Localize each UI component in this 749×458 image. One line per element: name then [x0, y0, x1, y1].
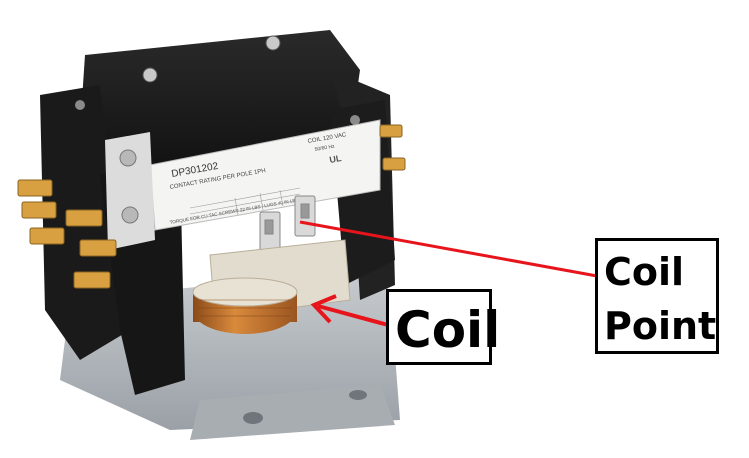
rating-label: DP301202 CONTACT RATING PER POLE 1PH COI… [149, 119, 381, 231]
coil-assembly [192, 239, 351, 334]
coil-arrow-line [317, 304, 389, 327]
coil-freq-text: 50/60 Hz [314, 143, 335, 152]
coil-point-callout-line2: Point [604, 304, 717, 348]
cert-mark: UL [329, 153, 343, 165]
coil-point-callout-line1: Coil [604, 250, 685, 294]
coil-terminal-tabs [259, 195, 316, 255]
coil-callout: Coil [386, 289, 500, 365]
terminal-block [105, 132, 155, 250]
coil-point-arrow-line [299, 220, 598, 278]
coil-point-callout: Coil Point [595, 238, 719, 354]
coil-callout-text: Coil [395, 301, 501, 359]
annotation-arrows [299, 220, 598, 327]
spade-terminals [17, 124, 406, 289]
coil-arrow-head [310, 294, 337, 324]
